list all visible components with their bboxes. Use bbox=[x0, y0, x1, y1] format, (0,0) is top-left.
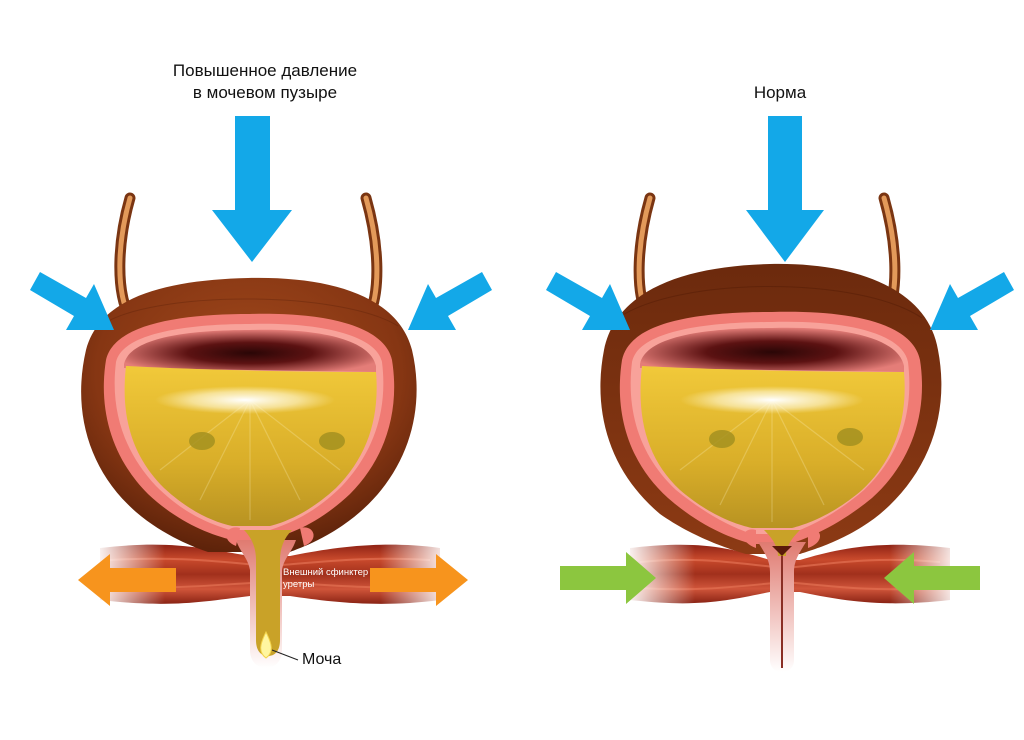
urine-glare-left bbox=[155, 386, 335, 414]
right-panel-normal bbox=[546, 116, 1014, 672]
pressure-arrow-upper-right-normal bbox=[930, 272, 1014, 330]
ureteral-orifice-left-normal bbox=[709, 430, 735, 448]
sphincter-arrow-in-right bbox=[884, 552, 980, 604]
right-panel-title: Норма bbox=[753, 83, 807, 102]
pressure-arrow-upper-right bbox=[408, 272, 492, 330]
left-title-line1: Повышенное давление bbox=[172, 61, 358, 80]
bladder-cavity-right bbox=[640, 327, 904, 372]
left-panel-title: Повышенное давление в мочевом пузыре bbox=[150, 60, 380, 104]
sphincter-label-line1: Внешний сфинктер bbox=[283, 567, 369, 578]
ureteral-orifice-right-normal bbox=[837, 428, 863, 446]
bladder-cavity-left bbox=[124, 329, 376, 372]
left-title-line2: в мочевом пузыре bbox=[192, 83, 338, 102]
pressure-arrow-top-right bbox=[746, 116, 824, 262]
sphincter-arrow-out-left bbox=[78, 554, 176, 606]
left-panel-overpressure bbox=[30, 116, 492, 668]
sphincter-label: Внешний сфинктер уретры bbox=[283, 567, 393, 591]
pressure-arrow-top-left bbox=[212, 116, 292, 262]
ureteral-orifice-right bbox=[319, 432, 345, 450]
sphincter-label-line2: уретры bbox=[283, 579, 315, 590]
urine-label: Моча bbox=[302, 651, 342, 668]
urine-glare-right bbox=[680, 386, 864, 414]
urine-pointer-line bbox=[271, 649, 299, 661]
pressure-arrow-upper-left bbox=[30, 272, 114, 330]
sphincter-arrow-out-right bbox=[370, 554, 468, 606]
ureteral-orifice-left bbox=[189, 432, 215, 450]
pressure-arrow-upper-left-normal bbox=[546, 272, 630, 330]
urine-drop bbox=[260, 630, 272, 659]
sphincter-arrow-in-left bbox=[560, 552, 656, 604]
